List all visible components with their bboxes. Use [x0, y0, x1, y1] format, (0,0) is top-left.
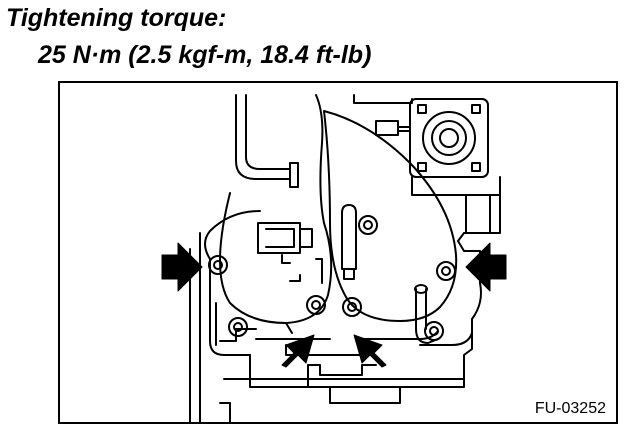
torque-value: 25 N·m (2.5 kgf-m, 18.4 ft-lb) — [38, 41, 372, 69]
bolt-lower-left — [228, 317, 248, 337]
left-pipe — [235, 94, 299, 188]
manifold-left-runner — [219, 94, 333, 334]
fuel-pipe — [414, 284, 439, 344]
bolt-upper-center — [358, 215, 378, 235]
arrow-lower-left — [281, 334, 315, 368]
heading-title: Tightening torque: — [6, 4, 227, 32]
bolt-left — [208, 255, 228, 275]
intake-manifold-diagram — [161, 94, 507, 422]
indicator-arrows — [161, 242, 507, 368]
arrow-right-side — [465, 242, 507, 292]
arrow-left-side — [161, 242, 203, 292]
bolt-lower-right — [424, 321, 444, 341]
figure-code: FU-03252 — [532, 400, 608, 418]
bolts — [208, 215, 456, 341]
base-flange — [189, 210, 482, 422]
figure-frame: FU-03252 — [58, 81, 618, 424]
throttle-flange — [353, 94, 501, 196]
bolt-right — [436, 261, 456, 281]
bolt-lower-center-right — [342, 297, 362, 317]
bolt-lower-center-left — [306, 295, 326, 315]
manifold-right-runner — [323, 110, 458, 322]
arrow-lower-right — [353, 334, 387, 368]
